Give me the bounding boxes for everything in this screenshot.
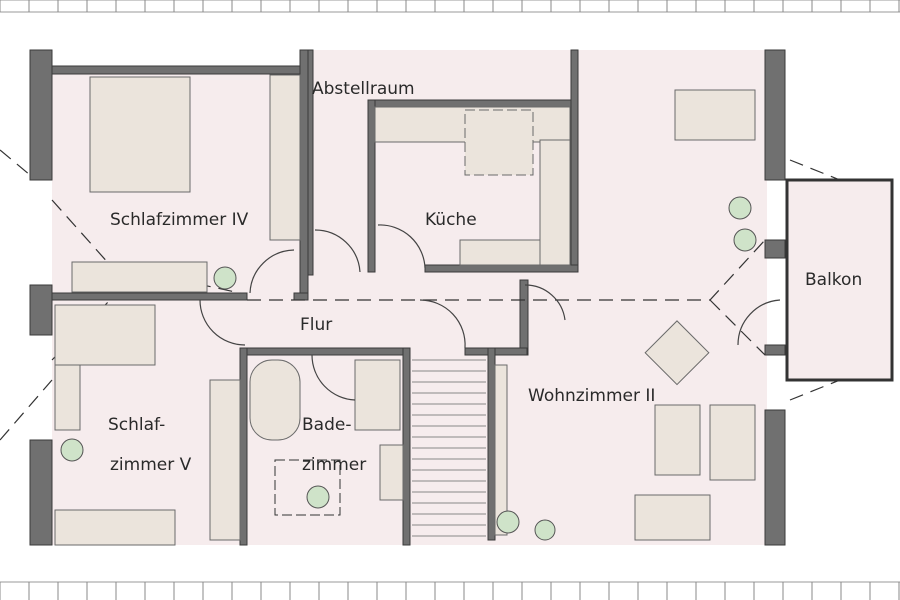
kitchen-counter-right bbox=[539, 139, 571, 266]
roof-bottom-strip bbox=[0, 581, 900, 600]
roof-top-strip bbox=[0, 0, 900, 13]
label-kueche: Küche bbox=[425, 210, 477, 230]
furniture bbox=[54, 74, 756, 546]
staircase bbox=[412, 359, 486, 537]
label-schlafzimmer-v-1: Schlaf- bbox=[108, 415, 165, 435]
bath-mat bbox=[274, 459, 341, 516]
label-badezimmer-1: Bade- bbox=[302, 415, 351, 435]
desk bbox=[54, 304, 156, 366]
plant-icon bbox=[496, 510, 520, 534]
dining-table bbox=[674, 89, 756, 141]
label-flur: Flur bbox=[300, 315, 332, 335]
doors bbox=[199, 224, 781, 401]
plants bbox=[60, 196, 757, 541]
coffee-table bbox=[654, 404, 701, 476]
label-badezimmer-2: zimmer bbox=[302, 455, 366, 475]
wardrobe-v bbox=[209, 379, 241, 541]
plant-icon bbox=[306, 485, 330, 509]
sink bbox=[379, 444, 404, 501]
sofa bbox=[709, 404, 756, 481]
label-abstellraum: Abstellraum bbox=[312, 79, 415, 99]
label-balkon: Balkon bbox=[805, 270, 862, 290]
shelf bbox=[54, 364, 81, 431]
label-wohnzimmer-ii: Wohnzimmer II bbox=[528, 386, 655, 406]
label-schlafzimmer-v-2: zimmer V bbox=[110, 455, 192, 475]
plant-icon bbox=[534, 519, 556, 541]
armchair-set bbox=[634, 494, 711, 541]
plant-icon bbox=[60, 438, 84, 462]
double-bed bbox=[89, 76, 191, 193]
wardrobe bbox=[269, 74, 301, 241]
walls bbox=[29, 49, 894, 546]
bed-v bbox=[54, 509, 176, 546]
kitchen-counter-bottom bbox=[459, 239, 541, 266]
room-labels: Abstellraum Schlafzimmer IV Küche Balkon… bbox=[108, 79, 862, 475]
kitchen-island bbox=[464, 109, 534, 176]
roof-slope-lines bbox=[0, 149, 841, 441]
plant-icon bbox=[733, 228, 757, 252]
dresser bbox=[71, 261, 208, 293]
armchair bbox=[644, 320, 710, 386]
shower bbox=[354, 359, 401, 431]
sideboard bbox=[494, 364, 508, 536]
balcony-floor bbox=[787, 180, 892, 380]
plant-icon bbox=[728, 196, 752, 220]
bathtub bbox=[249, 359, 301, 441]
plant-icon bbox=[213, 266, 237, 290]
label-schlafzimmer-iv: Schlafzimmer IV bbox=[110, 210, 249, 230]
